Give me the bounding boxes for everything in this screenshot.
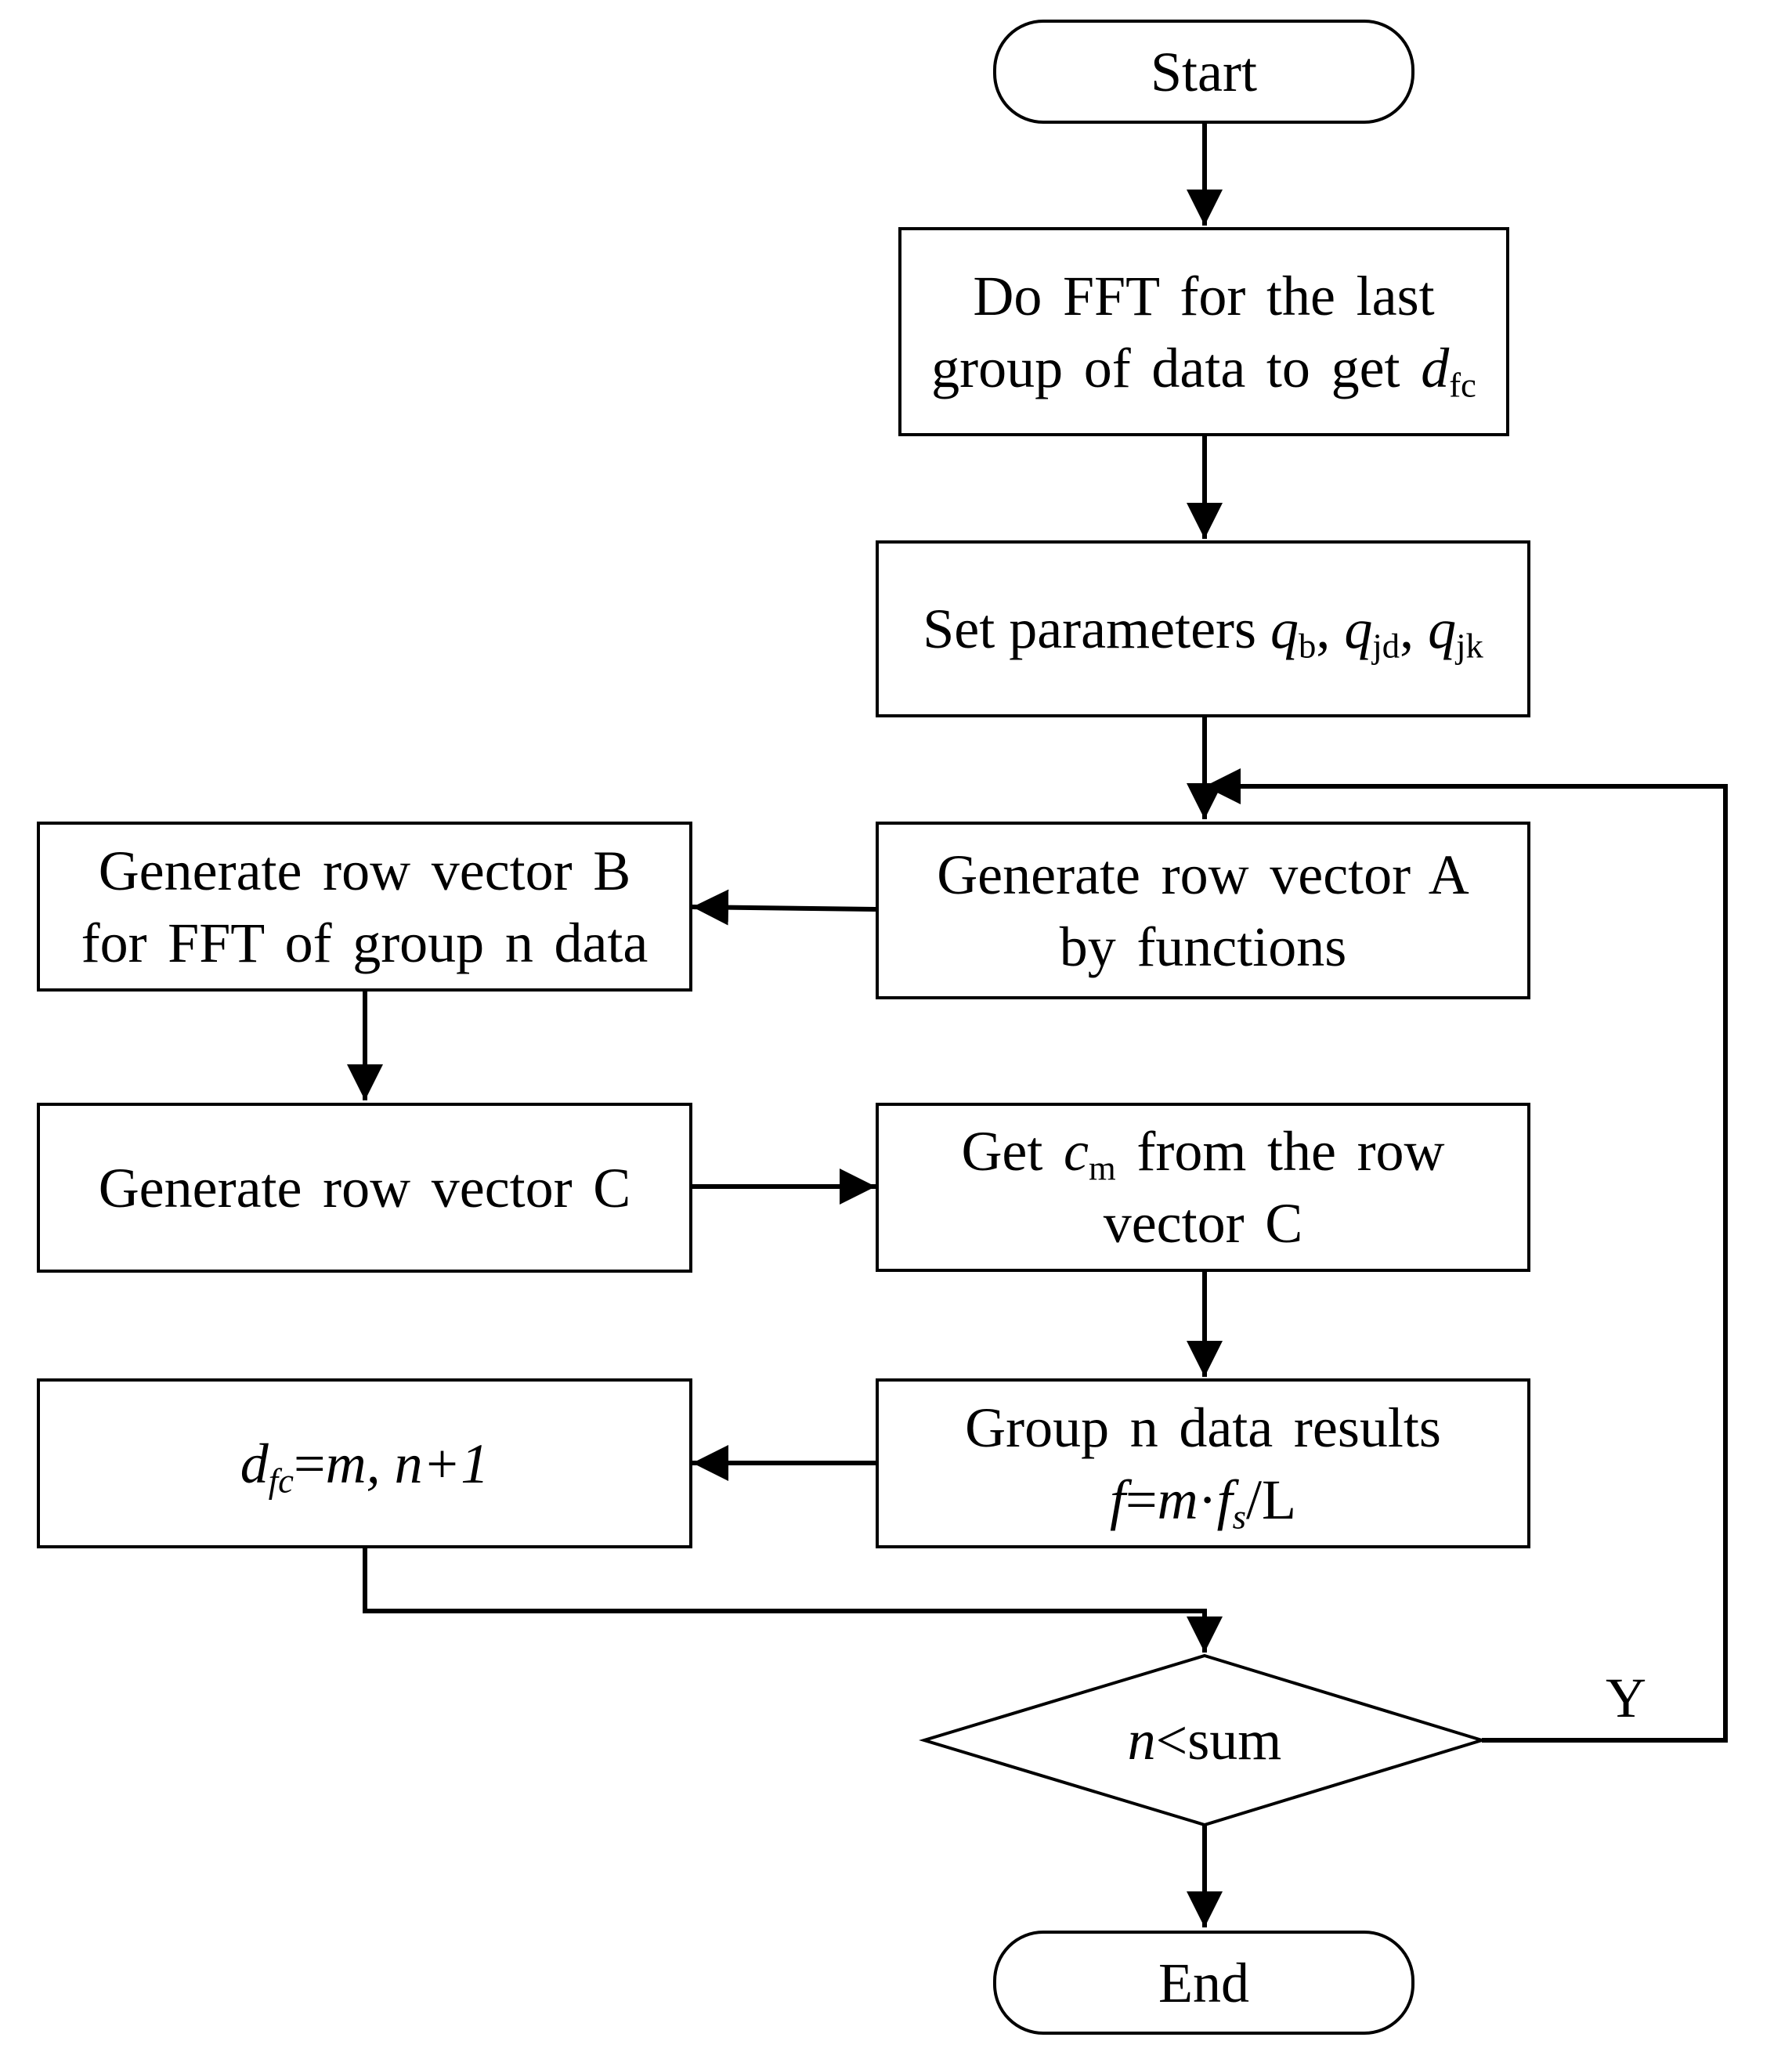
end-terminal: End xyxy=(993,1931,1414,2035)
generate-vector-a-box: Generate row vector A by functions xyxy=(876,822,1530,999)
vector-a-line2: by functions xyxy=(1059,915,1347,978)
get-cm-box: Get cm from the row vector C xyxy=(876,1103,1530,1272)
generate-vector-b-box: Generate row vector B for FFT of group n… xyxy=(37,822,692,992)
fft-last-line2: group of data to get dfc xyxy=(931,336,1476,404)
start-label: Start xyxy=(1151,40,1257,103)
results-formula: f=m·fs/L xyxy=(1110,1468,1296,1536)
results-line1: Group n data results xyxy=(965,1396,1441,1459)
vector-b-line1: Generate row vector B xyxy=(98,839,631,902)
set-parameters-box: Set parameters qb, qjd, qjk xyxy=(876,540,1530,717)
decision-text: n<sum xyxy=(1127,1709,1282,1772)
update-dfc-box: dfc=m, n+1 xyxy=(37,1378,692,1548)
fft-last-group-box: Do FFT for the last group of data to get… xyxy=(898,227,1509,436)
start-terminal: Start xyxy=(993,20,1414,124)
generate-vector-c-box: Generate row vector C xyxy=(37,1103,692,1273)
group-results-box: Group n data results f=m·fs/L xyxy=(876,1378,1530,1548)
fft-last-line1: Do FFT for the last xyxy=(973,264,1435,327)
set-parameters-text: Set parameters qb, qjd, qjk xyxy=(923,598,1483,666)
vector-a-line1: Generate row vector A xyxy=(937,843,1469,906)
update-dfc-formula: dfc=m, n+1 xyxy=(240,1432,490,1500)
get-cm-line1: Get cm from the row xyxy=(961,1120,1445,1188)
edge-decision-loop-yes xyxy=(1205,768,1728,1743)
end-label: End xyxy=(1158,1951,1249,2014)
yes-branch-label: Y xyxy=(1606,1667,1646,1729)
vector-c-label: Generate row vector C xyxy=(98,1156,631,1219)
decision-diamond xyxy=(919,1653,1487,1827)
decision-label: n<sum xyxy=(1042,1701,1367,1779)
get-cm-line2: vector C xyxy=(1103,1192,1303,1255)
edge-vector-a-to-vector-b xyxy=(692,889,876,926)
vector-b-line2: for FFT of group n data xyxy=(81,911,649,974)
edge-update-to-decision xyxy=(363,1548,1223,1653)
